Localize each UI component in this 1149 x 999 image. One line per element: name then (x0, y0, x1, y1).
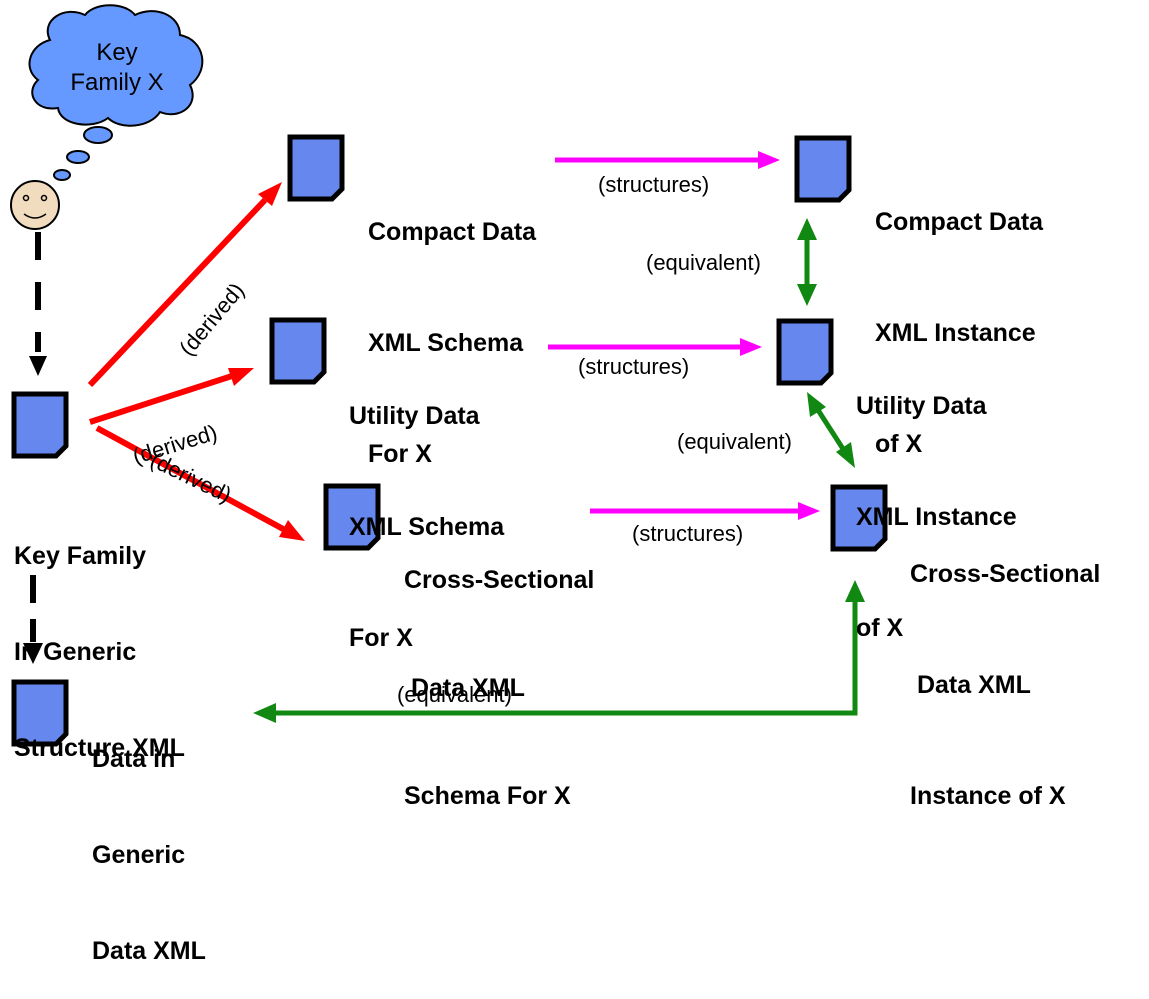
document-icon (794, 135, 852, 203)
thought-line: Family X (70, 69, 164, 96)
label-line: For X (368, 440, 432, 468)
label-line: Data XML (92, 937, 206, 965)
edge-label-equivalent-generic-cross: (equivalent) (397, 682, 512, 707)
thought-cloud (28, 4, 204, 181)
document-icon (776, 318, 834, 386)
derived-arrow-to-cross (95, 425, 305, 541)
equivalent-arrow-utility-cross (807, 392, 855, 468)
label-line: Schema For X (404, 782, 571, 810)
node-cross-schema-label: Cross-Sectional Data XML Schema For X (404, 490, 594, 850)
document-icon (269, 317, 327, 385)
edge-label-structures-cross: (structures) (632, 521, 744, 546)
label-line: Key Family (14, 542, 147, 570)
label-line: of X (856, 614, 904, 642)
document-icon (830, 484, 888, 552)
structures-arrow-cross (590, 502, 820, 520)
edge-label-structures-compact: (structures) (598, 172, 710, 197)
document-icon (287, 134, 345, 202)
edge-label-structures-utility: (structures) (578, 354, 690, 379)
dashed-arrow-face-to-keyfamily (29, 232, 47, 376)
derived-arrow-to-utility (89, 368, 254, 425)
person-face-icon (10, 180, 60, 230)
label-line: For X (349, 624, 413, 652)
edge-label-equivalent-utility-cross: (equivalent) (677, 429, 792, 454)
label-line: XML Instance (856, 503, 1017, 531)
structures-arrow-utility (548, 338, 762, 356)
label-line: In Generic (14, 638, 137, 666)
label-line: Data in (92, 745, 176, 773)
label-line: Structure XML (14, 734, 185, 762)
edge-label-equivalent-compact-utility: (equivalent) (646, 250, 761, 275)
label-line: of X (875, 430, 923, 458)
node-compact-schema-label: Compact Data XML Schema For X (368, 140, 536, 510)
node-utility-schema-label: Utility Data XML Schema For X (349, 324, 504, 694)
node-utility-instance-label: Utility Data XML Instance of X (856, 314, 1017, 684)
thought-line: Key (96, 39, 138, 66)
label-line: XML Schema (368, 329, 524, 357)
node-compact-instance-label: Compact Data XML Instance of X (875, 130, 1043, 500)
node-cross-instance-label: Cross-Sectional Data XML Instance of X (910, 482, 1100, 852)
document-icon (11, 391, 69, 459)
label-line: Utility Data (856, 392, 987, 420)
thought-cloud-text: Key Family X (62, 38, 172, 98)
label-line: Cross-Sectional (404, 566, 595, 594)
node-data-generic-label: Data in Generic Data XML (92, 679, 206, 999)
label-line: Generic (92, 841, 186, 869)
derived-arrow-to-compact (87, 182, 282, 388)
dashed-arrow-keyfamily-to-generic (23, 575, 43, 664)
equivalent-arrow-generic-cross (253, 580, 865, 723)
label-line: XML Instance (875, 319, 1036, 347)
document-icon (11, 679, 69, 747)
label-line: Data XML (404, 674, 525, 702)
label-line: Instance of X (910, 782, 1066, 810)
diagram-canvas (10, 4, 888, 747)
node-key-family-label: Key Family In Generic Structure XML (14, 476, 185, 796)
label-line: Compact Data (875, 208, 1044, 236)
label-line: Data XML (910, 671, 1031, 699)
structures-arrow-compact (555, 151, 780, 169)
label-line: Compact Data (368, 218, 537, 246)
label-line: XML Schema (349, 513, 505, 541)
equivalent-arrow-compact-utility (797, 218, 817, 306)
label-line: Utility Data (349, 402, 480, 430)
label-line: Cross-Sectional (910, 560, 1101, 588)
document-icon (323, 483, 381, 551)
